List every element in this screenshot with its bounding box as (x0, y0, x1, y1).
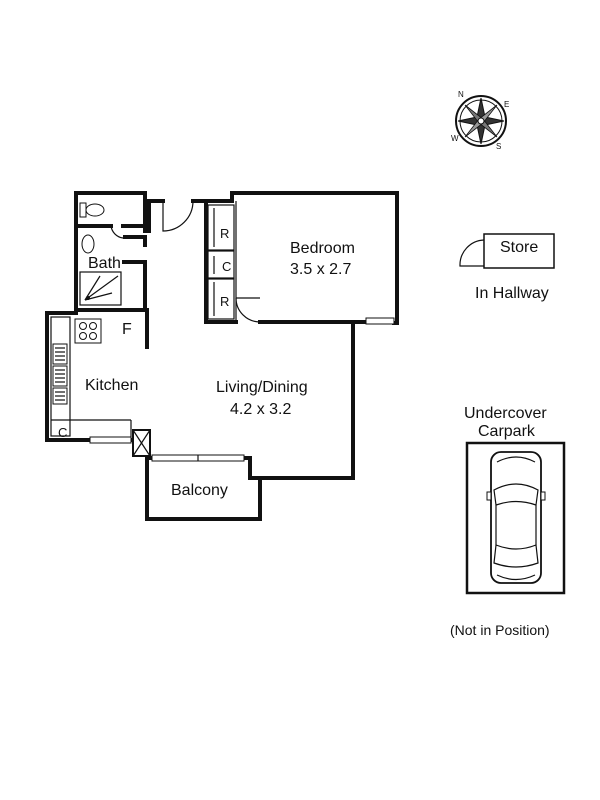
compass-e: E (504, 100, 509, 109)
carpark-note: (Not in Position) (450, 622, 550, 638)
store: Store In Hallway (459, 233, 555, 302)
bath-room: Bath (74, 191, 147, 312)
living-label: Living/Dining (216, 379, 308, 396)
bath-label: Bath (88, 255, 121, 272)
kitchen-cupboard-label: C (58, 425, 67, 440)
carpark: Undercover Carpark (Not in Position) (450, 405, 566, 638)
cooktop-icon (74, 318, 102, 344)
bedroom-room: R C R Bedroom 3.5 x 2.7 (204, 191, 399, 325)
compass-w: W (451, 134, 459, 143)
carpark-title-line2: Carpark (478, 423, 536, 440)
living-kitchen: F C Kitchen Living/Dining 4.2 x 3.2 (45, 308, 355, 480)
sink-icon (52, 343, 68, 405)
compass-n: N (458, 90, 464, 99)
compass-rose-icon: N E S W (451, 90, 509, 151)
bedroom-cupboard-label: C (222, 259, 231, 274)
store-location: In Hallway (475, 285, 549, 302)
robe-upper-label: R (220, 226, 229, 241)
kitchen-label: Kitchen (85, 377, 138, 394)
bedroom-label: Bedroom (290, 240, 355, 257)
store-label: Store (500, 239, 538, 256)
column-box-icon (132, 429, 151, 457)
carpark-title-line1: Undercover (464, 405, 547, 422)
living-size: 4.2 x 3.2 (230, 401, 291, 418)
balcony-label: Balcony (171, 482, 228, 499)
shower-icon (79, 271, 122, 306)
bedroom-size: 3.5 x 2.7 (290, 261, 351, 278)
fridge-label: F (122, 321, 132, 338)
car-icon (486, 451, 546, 584)
entry-hall (143, 199, 208, 233)
toilet-icon (79, 202, 105, 218)
compass-s: S (496, 142, 501, 151)
balcony-room: Balcony (145, 456, 262, 521)
robe-lower-label: R (220, 294, 229, 309)
basin-icon (81, 234, 95, 254)
